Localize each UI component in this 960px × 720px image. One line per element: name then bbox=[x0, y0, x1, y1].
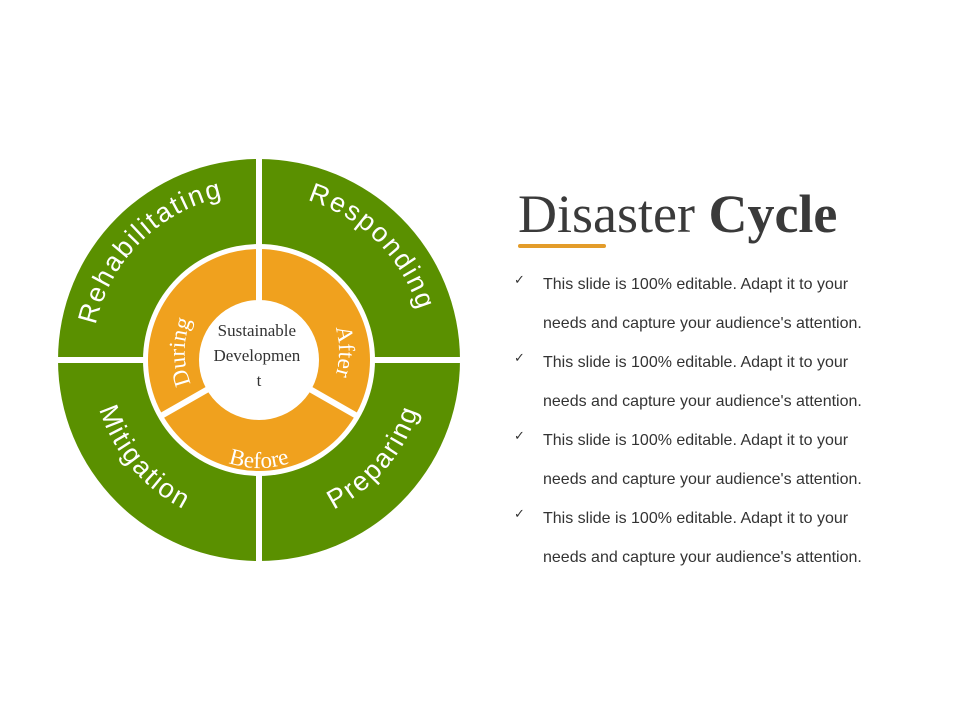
bullet-item: ✓ This slide is 100% editable. Adapt it … bbox=[514, 344, 894, 421]
bullet-line-2: needs and capture your audience's attent… bbox=[543, 314, 862, 332]
bullet-list: ✓ This slide is 100% editable. Adapt it … bbox=[514, 266, 894, 578]
title-bold: Cycle bbox=[708, 184, 838, 244]
check-icon: ✓ bbox=[514, 273, 525, 288]
disaster-cycle-diagram: Rehabilitating Responding Preparing Miti… bbox=[58, 159, 460, 561]
title-underline bbox=[518, 244, 606, 248]
check-icon: ✓ bbox=[514, 429, 525, 444]
center-label: Sustainable Developmen t bbox=[213, 321, 304, 390]
title-light: Disaster bbox=[518, 184, 695, 244]
bullet-line-1: This slide is 100% editable. Adapt it to… bbox=[543, 510, 849, 527]
check-icon: ✓ bbox=[514, 351, 525, 366]
bullet-item: ✓ This slide is 100% editable. Adapt it … bbox=[514, 422, 894, 499]
check-icon: ✓ bbox=[514, 507, 525, 522]
bullet-line-1: This slide is 100% editable. Adapt it to… bbox=[543, 276, 849, 293]
bullet-line-2: needs and capture your audience's attent… bbox=[543, 548, 862, 566]
bullet-line-1: This slide is 100% editable. Adapt it to… bbox=[543, 354, 849, 371]
center-label-line: t bbox=[257, 371, 262, 390]
inner-segment-before: Before bbox=[227, 444, 291, 473]
center-label-line: Developmen bbox=[213, 346, 300, 365]
bullet-line-2: needs and capture your audience's attent… bbox=[543, 470, 862, 488]
bullet-line-1: This slide is 100% editable. Adapt it to… bbox=[543, 432, 849, 449]
center-label-line: Sustainable bbox=[218, 321, 296, 340]
bullet-line-2: needs and capture your audience's attent… bbox=[543, 392, 862, 410]
slide-title: Disaster Cycle bbox=[518, 182, 837, 246]
bullet-item: ✓ This slide is 100% editable. Adapt it … bbox=[514, 266, 894, 343]
bullet-item: ✓ This slide is 100% editable. Adapt it … bbox=[514, 500, 894, 577]
center-circle bbox=[199, 300, 319, 420]
title-block: Disaster Cycle bbox=[518, 182, 837, 248]
